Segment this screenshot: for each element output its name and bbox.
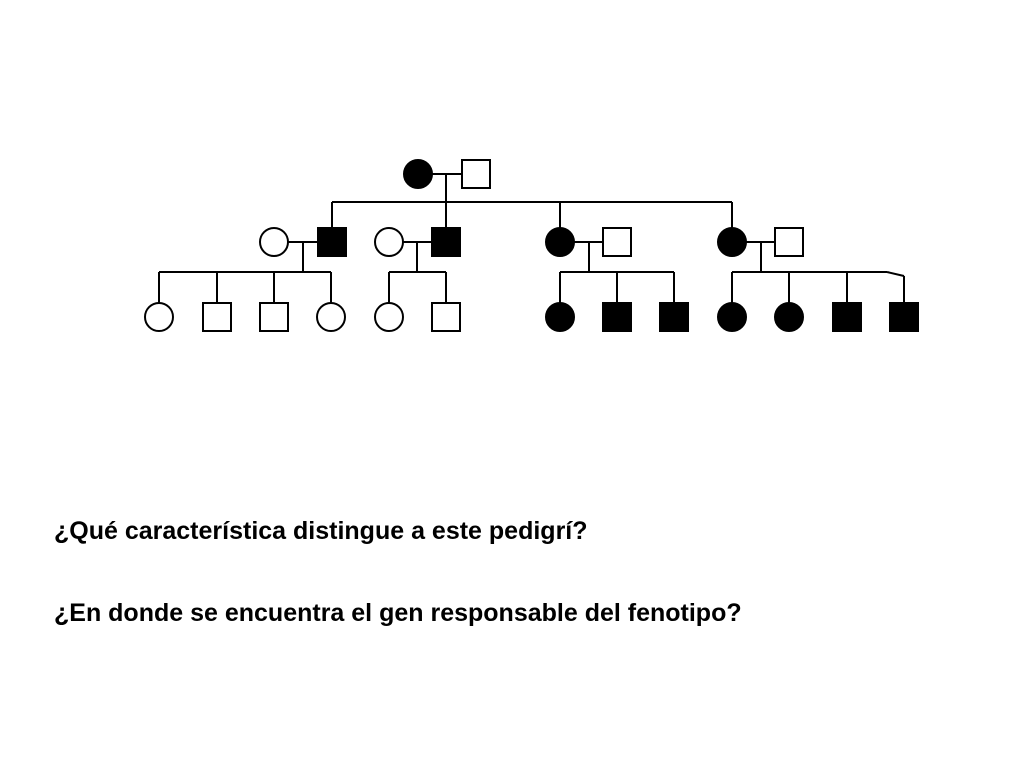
unaffected-male-ii-6 (602, 227, 632, 257)
unaffected-male-iii-6 (431, 302, 461, 332)
affected-male-iii-12 (832, 302, 862, 332)
affected-male-ii-2 (317, 227, 347, 257)
affected-female-iii-10 (717, 302, 747, 332)
affected-male-ii-4 (431, 227, 461, 257)
affected-female-i-1 (403, 159, 433, 189)
affected-female-iii-7 (545, 302, 575, 332)
question-1: ¿Qué característica distingue a este ped… (54, 517, 588, 545)
unaffected-male-ii-8 (774, 227, 804, 257)
unaffected-male-iii-3 (259, 302, 289, 332)
unaffected-female-iii-5 (374, 302, 404, 332)
affected-female-ii-5 (545, 227, 575, 257)
unaffected-female-iii-1 (144, 302, 174, 332)
unaffected-male-i-2 (461, 159, 491, 189)
unaffected-female-ii-3 (374, 227, 404, 257)
unaffected-female-iii-4 (316, 302, 346, 332)
pedigree-symbols (144, 159, 919, 332)
question-2: ¿En donde se encuentra el gen responsabl… (54, 599, 742, 627)
affected-male-iii-13 (889, 302, 919, 332)
unaffected-male-iii-2 (202, 302, 232, 332)
pedigree-lines (158, 173, 905, 303)
affected-female-iii-11 (774, 302, 804, 332)
unaffected-female-ii-1 (259, 227, 289, 257)
affected-male-iii-9 (659, 302, 689, 332)
pedigree-line-29 (886, 271, 905, 277)
affected-female-ii-7 (717, 227, 747, 257)
affected-male-iii-8 (602, 302, 632, 332)
